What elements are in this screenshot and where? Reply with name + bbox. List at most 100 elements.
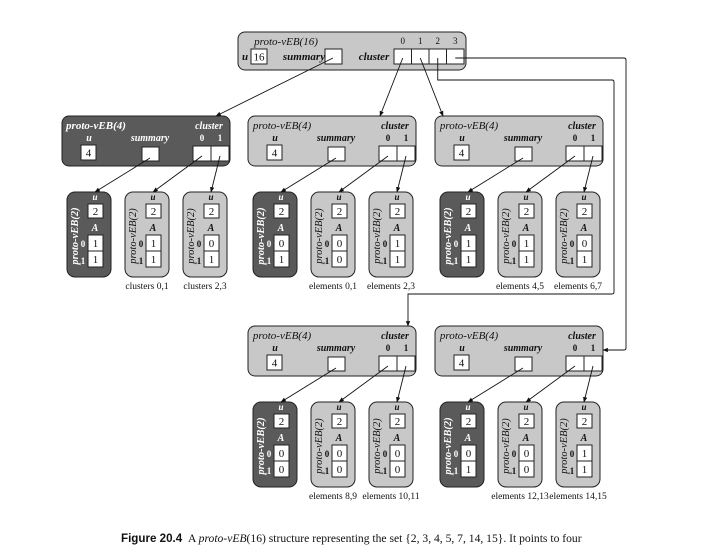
group-0-cluster-cell-1 bbox=[210, 145, 230, 162]
group-1-leaf-2-u-cell-value: 2 bbox=[395, 206, 401, 218]
group-4-leaf-2-u-cell-value: 2 bbox=[582, 416, 588, 428]
group-1-leaf-1-title: proto-vEB(2) bbox=[314, 208, 325, 265]
group-4-cluster-cell-0 bbox=[565, 355, 585, 372]
group-1-leaf-2-a-cell-0-value: 1 bbox=[395, 238, 401, 250]
group-0-leaf-0-a-cell-0-value: 1 bbox=[93, 238, 99, 250]
group-4-leaf-0-title: proto-vEB(2) bbox=[443, 417, 454, 475]
group-4-leaf-0-a-cell-1 bbox=[460, 460, 477, 478]
group-1-caption-0: elements 0,1 bbox=[309, 282, 357, 292]
top-cluster-label: cluster bbox=[359, 51, 390, 63]
group-1-leaf-1-u-cell bbox=[331, 203, 348, 219]
group-3-cluster-cell-0 bbox=[378, 355, 398, 372]
top-cluster-cell-0 bbox=[393, 48, 412, 65]
group-1-leaf-2-a-cell-1 bbox=[389, 250, 406, 268]
group-4-arrow-cluster-1 bbox=[583, 365, 594, 403]
group-2-u-cell-value: 4 bbox=[459, 148, 465, 160]
group-2-leaf-0-a-cell-0-value: 1 bbox=[466, 238, 472, 250]
group-2-u-cell bbox=[453, 144, 470, 161]
group-1-summary-cell bbox=[327, 146, 346, 162]
top-arrow-cluster-1 bbox=[419, 57, 444, 117]
group-4-leaf-0-a-index-0: 0 bbox=[454, 449, 459, 459]
group-3-leaf-2-a-cell-1-value: 0 bbox=[395, 464, 401, 476]
caption-text: (16) structure representing the set {2, … bbox=[246, 532, 582, 545]
group-2-caption-0: elements 4,5 bbox=[496, 282, 544, 292]
top-summary-cell bbox=[324, 48, 343, 65]
group-2-leaf-1-a-label: A bbox=[522, 223, 530, 234]
group-4-caption-1: elements 14,15 bbox=[549, 492, 607, 502]
group-1-leaf-2-title: proto-vEB(2) bbox=[372, 208, 383, 265]
group-0-leaf-0-u-label: u bbox=[92, 192, 97, 202]
group-4-title: proto-vEB(4) bbox=[439, 330, 499, 342]
group-1-leaf-1-a-label: A bbox=[335, 223, 343, 234]
group-3-leaf-0-a-label: A bbox=[277, 433, 285, 444]
group-0-leaf-0-a-cell-1-value: 1 bbox=[93, 254, 99, 266]
group-4-leaf-1-a-index-0: 0 bbox=[512, 449, 517, 459]
group-2-summary-cell bbox=[514, 146, 533, 162]
group-2-leaf-2-u-cell bbox=[576, 203, 593, 219]
group-3-caption-1: elements 10,11 bbox=[362, 492, 419, 502]
group-3-leaf-1-a-cell-1-value: 0 bbox=[337, 464, 343, 476]
group-3-leaf-0-u-cell-value: 2 bbox=[279, 416, 285, 428]
group-0-cluster-index-1: 1 bbox=[218, 133, 223, 143]
group-2-leaf-0-a-index-1: 1 bbox=[454, 256, 459, 266]
group-1-leaf-0-u-cell bbox=[273, 203, 290, 219]
group-2-title: proto-vEB(4) bbox=[439, 120, 499, 132]
group-3-leaf-2-title: proto-vEB(2) bbox=[372, 418, 383, 475]
group-1-u-cell bbox=[266, 144, 283, 161]
group-1-leaf-1-a-index-0: 0 bbox=[325, 239, 330, 249]
group-0-leaf-2-a-cell-1 bbox=[203, 250, 220, 268]
group-1-leaf-2-a-cell-1-value: 1 bbox=[395, 254, 401, 266]
group-1-cluster-cell-1 bbox=[396, 145, 416, 162]
group-4-leaf-2-title: proto-vEB(2) bbox=[559, 418, 570, 475]
group-1-title: proto-vEB(4) bbox=[252, 120, 312, 132]
group-0-cluster-label: cluster bbox=[195, 121, 223, 132]
group-4-cluster-index-0: 0 bbox=[573, 343, 578, 353]
group-3-cluster-cell-1 bbox=[396, 355, 416, 372]
group-3-leaf-2-a-label: A bbox=[393, 433, 401, 444]
group-0-leaf-2-u-cell-value: 2 bbox=[209, 206, 215, 218]
group-1-leaf-2-u-label: u bbox=[394, 192, 399, 202]
group-1-cluster-index-0: 0 bbox=[386, 133, 391, 143]
top-cluster-cell-1 bbox=[411, 48, 430, 65]
group-0-leaf-1-a-cell-0-value: 1 bbox=[151, 238, 157, 250]
group-0-caption-1: clusters 2,3 bbox=[183, 282, 227, 292]
group-4-leaf-0-a-cell-0-value: 0 bbox=[466, 448, 472, 460]
group-1-leaf-2-a-label: A bbox=[393, 223, 401, 234]
group-1-cluster-label: cluster bbox=[381, 121, 409, 132]
group-4-arrow-summary bbox=[467, 367, 524, 403]
top-cluster-index-0: 0 bbox=[401, 36, 406, 46]
group-0-leaf-1-u-label: u bbox=[150, 192, 155, 202]
group-1-leaf-0-title: proto-vEB(2) bbox=[256, 207, 267, 265]
group-0-leaf-2-title: proto-vEB(2) bbox=[186, 208, 197, 265]
group-4-leaf-2-u-cell bbox=[576, 413, 593, 429]
group-2-u-label: u bbox=[459, 133, 465, 144]
group-1-leaf-0-u-label: u bbox=[278, 192, 283, 202]
group-3-leaf-0-a-index-1: 1 bbox=[267, 466, 272, 476]
group-2-summary-label: summary bbox=[503, 133, 543, 144]
caption-name: proto-vEB bbox=[198, 532, 247, 545]
group-3-cluster-index-1: 1 bbox=[404, 343, 409, 353]
group-3-caption-0: elements 8,9 bbox=[309, 492, 357, 502]
group-3-arrow-cluster-0 bbox=[338, 365, 389, 403]
group-2-leaf-2-a-label: A bbox=[580, 223, 588, 234]
group-0-leaf-0-a-cell-1 bbox=[87, 250, 104, 268]
group-1-leaf-1-a-cell-1 bbox=[331, 250, 348, 268]
group-1-arrow-cluster-0 bbox=[338, 155, 389, 193]
group-2-leaf-2-a-cell-1 bbox=[576, 250, 593, 268]
group-4-leaf-1-a-cell-1 bbox=[518, 460, 535, 478]
group-1-u-label: u bbox=[272, 133, 278, 144]
group-0-leaf-1-a-label: A bbox=[149, 223, 157, 234]
group-4-leaf-1-a-cell-1-value: 0 bbox=[524, 464, 530, 476]
group-3-leaf-1-a-cell-1 bbox=[331, 460, 348, 478]
group-4-leaf-2-a-label: A bbox=[580, 433, 588, 444]
group-0-leaf-0-u-cell-value: 2 bbox=[93, 206, 99, 218]
group-0-arrow-summary bbox=[94, 157, 151, 193]
group-3-leaf-0-a-cell-1 bbox=[273, 460, 290, 478]
group-3-leaf-0-u-cell bbox=[273, 413, 290, 429]
group-2-leaf-2-u-label: u bbox=[581, 192, 586, 202]
group-2-leaf-2-u-cell-value: 2 bbox=[582, 206, 588, 218]
group-1-cluster-cell-0 bbox=[378, 145, 398, 162]
group-1-leaf-1-a-cell-0-value: 0 bbox=[337, 238, 343, 250]
group-0-summary-cell bbox=[141, 146, 160, 162]
